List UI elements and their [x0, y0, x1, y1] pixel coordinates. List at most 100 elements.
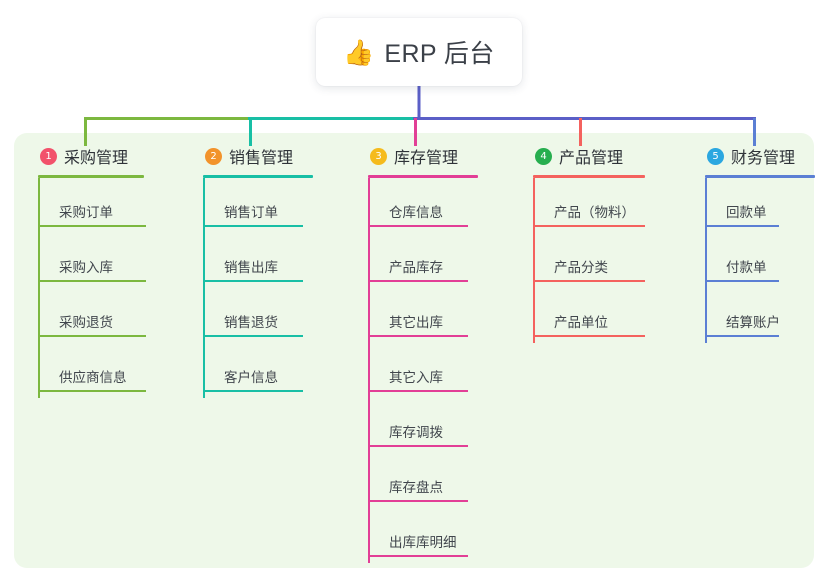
branch-item[interactable]: 其它出库 — [368, 288, 478, 343]
root-node-label: ERP 后台 — [384, 40, 495, 68]
branch-column-2: 2 销售管理销售订单销售出库销售退货客户信息 — [203, 144, 313, 398]
item-underline — [203, 280, 303, 282]
item-underline — [38, 225, 146, 227]
branch-item[interactable]: 仓库信息 — [368, 178, 478, 233]
item-stem — [203, 288, 205, 343]
branch-items: 仓库信息产品库存其它出库其它入库库存调拨库存盘点出库库明细 — [368, 178, 478, 563]
item-stem — [38, 343, 40, 398]
item-stem — [705, 288, 707, 343]
branch-title: 产品管理 — [559, 150, 624, 167]
branch-number-badge: 5 — [707, 147, 724, 165]
branch-item[interactable]: 库存盘点 — [368, 453, 478, 508]
item-label: 其它出库 — [389, 315, 443, 330]
item-stem — [38, 233, 40, 288]
item-underline — [368, 555, 468, 557]
item-underline — [368, 500, 468, 502]
item-underline — [38, 335, 146, 337]
item-label: 结算账户 — [726, 315, 780, 330]
branch-item[interactable]: 结算账户 — [705, 288, 815, 343]
item-label: 库存调拨 — [389, 425, 443, 440]
item-stem — [368, 508, 370, 563]
item-label: 其它入库 — [389, 370, 443, 385]
item-stem — [533, 178, 535, 233]
item-label: 销售退货 — [224, 315, 278, 330]
branch-item[interactable]: 客户信息 — [203, 343, 313, 398]
item-underline — [203, 225, 303, 227]
item-label: 仓库信息 — [389, 205, 443, 220]
item-underline — [705, 225, 779, 227]
item-label: 产品分类 — [554, 260, 608, 275]
branch-underline — [38, 175, 144, 178]
branch-item[interactable]: 销售订单 — [203, 178, 313, 233]
item-stem — [368, 453, 370, 508]
item-underline — [368, 280, 468, 282]
item-stem — [203, 233, 205, 288]
item-underline — [368, 335, 468, 337]
branch-item[interactable]: 采购订单 — [38, 178, 146, 233]
branch-header-4[interactable]: 4 产品管理 — [533, 144, 645, 168]
item-stem — [38, 288, 40, 343]
branch-item[interactable]: 付款单 — [705, 233, 815, 288]
branch-items: 回款单付款单结算账户 — [705, 178, 815, 343]
item-label: 采购订单 — [59, 205, 113, 220]
branch-number-badge: 4 — [535, 147, 552, 165]
item-underline — [705, 280, 779, 282]
item-stem — [368, 343, 370, 398]
branch-item[interactable]: 销售出库 — [203, 233, 313, 288]
item-stem — [368, 178, 370, 233]
branch-title: 库存管理 — [394, 150, 459, 167]
item-label: 销售出库 — [224, 260, 278, 275]
branch-number-badge: 2 — [205, 147, 222, 165]
item-stem — [368, 398, 370, 453]
item-label: 产品单位 — [554, 315, 608, 330]
branch-column-4: 4 产品管理产品（物料） 产品分类产品单位 — [533, 144, 645, 343]
branches-panel — [14, 133, 814, 568]
branch-underline — [203, 175, 313, 178]
item-label: 采购入库 — [59, 260, 113, 275]
branch-item[interactable]: 产品单位 — [533, 288, 645, 343]
item-stem — [203, 178, 205, 233]
branch-number-badge: 1 — [40, 147, 57, 165]
branch-item[interactable]: 产品（物料） — [533, 178, 645, 233]
branch-item[interactable]: 回款单 — [705, 178, 815, 233]
item-underline — [533, 280, 645, 282]
branch-item[interactable]: 库存调拨 — [368, 398, 478, 453]
branch-item[interactable]: 采购退货 — [38, 288, 146, 343]
branch-item[interactable]: 采购入库 — [38, 233, 146, 288]
item-label: 出库库明细 — [389, 535, 457, 550]
branch-item[interactable]: 产品分类 — [533, 233, 645, 288]
item-label: 库存盘点 — [389, 480, 443, 495]
item-stem — [705, 178, 707, 233]
item-underline — [203, 390, 303, 392]
item-underline — [533, 335, 645, 337]
item-underline — [38, 390, 146, 392]
item-underline — [533, 225, 645, 227]
item-stem — [38, 178, 40, 233]
branch-item[interactable]: 供应商信息 — [38, 343, 146, 398]
item-label: 供应商信息 — [59, 370, 127, 385]
branch-header-1[interactable]: 1 采购管理 — [38, 144, 144, 168]
item-label: 客户信息 — [224, 370, 278, 385]
item-underline — [38, 280, 146, 282]
item-underline — [368, 445, 468, 447]
branch-items: 产品（物料） 产品分类产品单位 — [533, 178, 645, 343]
item-stem — [368, 233, 370, 288]
branch-column-1: 1 采购管理采购订单采购入库采购退货供应商信息 — [38, 144, 146, 398]
branch-header-2[interactable]: 2 销售管理 — [203, 144, 313, 168]
item-underline — [368, 390, 468, 392]
branch-title: 销售管理 — [229, 150, 294, 167]
branch-item[interactable]: 销售退货 — [203, 288, 313, 343]
item-label: 产品库存 — [389, 260, 443, 275]
item-stem — [533, 233, 535, 288]
branch-items: 销售订单销售出库销售退货客户信息 — [203, 178, 313, 398]
branch-item[interactable]: 出库库明细 — [368, 508, 478, 563]
branch-item[interactable]: 产品库存 — [368, 233, 478, 288]
branch-title: 采购管理 — [64, 150, 129, 167]
branch-item[interactable]: 其它入库 — [368, 343, 478, 398]
root-node[interactable]: 👍 ERP 后台 — [316, 18, 522, 86]
